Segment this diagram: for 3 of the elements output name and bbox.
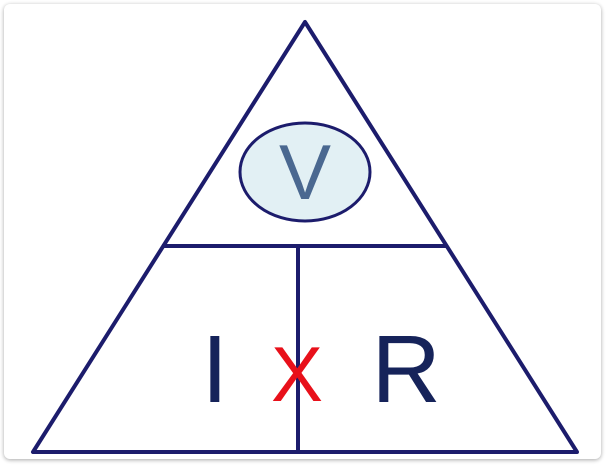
variable-letter: I [202, 322, 228, 418]
variable-letter: V [278, 133, 332, 211]
variable-letter: R [372, 322, 441, 418]
